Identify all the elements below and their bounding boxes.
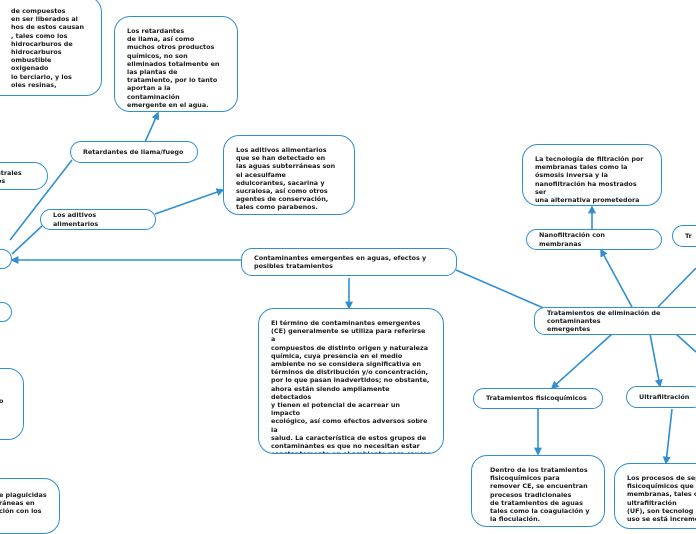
link-tratamientos-to-right2 [675, 333, 696, 353]
link-root-to-aditivos [11, 225, 43, 255]
node-industriales-fragment[interactable]: strales os [0, 162, 48, 190]
node-retardantes-description[interactable]: Los retardantes de llama, así como mucho… [114, 16, 238, 112]
node-aditivos-alimentarios[interactable]: Los aditivos alimentarios [40, 209, 156, 230]
node-central-topic[interactable]: Contaminantes emergentes en aguas, efect… [241, 248, 457, 276]
node-top-left-fragment[interactable]: de compuestos en ser liberados al hos de… [0, 0, 102, 96]
node-aditivos-description[interactable]: Los aditivos alimentarios que se han det… [223, 135, 355, 215]
link-aditivos-to-desc [154, 188, 225, 215]
link-central-to-tratamientos [455, 269, 549, 311]
link-tratamientos-to-ultra [649, 333, 663, 388]
node-ultrafiltracion-description[interactable]: Los procesos de sep fisicoquímicos que c… [614, 463, 696, 529]
link-retardantes-to-desc [144, 111, 160, 143]
node-tratamientos-fisicoquimicos[interactable]: Tratamientos fisicoquímicos [473, 388, 603, 409]
node-definicion[interactable]: El término de contaminantes emergentes (… [258, 308, 444, 454]
node-tratamientos-eliminacion[interactable]: Tratamientos de eliminación de contamina… [534, 307, 696, 335]
node-tr-fragment[interactable]: Tr [672, 225, 696, 247]
node-ultrafiltracion[interactable]: Ultrafiltración [626, 386, 696, 408]
node-retardantes-de-llama[interactable]: Retardantes de llama/fuego [70, 141, 198, 163]
link-tratamientos-to-nano [600, 248, 633, 308]
node-plaguicidas-fragment[interactable]: e plaguicidas ráneas en ción con los [0, 478, 60, 534]
node-left-mid-fragment[interactable]: o [0, 368, 24, 440]
node-nanofiltracion[interactable]: Nanofiltración con membranas [526, 229, 662, 250]
node-fisicoquimicos-description[interactable]: Dentro de los tratamientos fisicoquímico… [471, 455, 605, 527]
connector-lines [9, 111, 696, 465]
node-nanofiltracion-description[interactable]: La tecnología de filtración por membrana… [522, 144, 662, 206]
link-ultra-to-desc [662, 408, 673, 465]
link-root-to-retardantes [9, 159, 73, 241]
link-tratamientos-to-right1 [657, 267, 696, 308]
link-tratamientos-to-fisico [550, 333, 613, 390]
